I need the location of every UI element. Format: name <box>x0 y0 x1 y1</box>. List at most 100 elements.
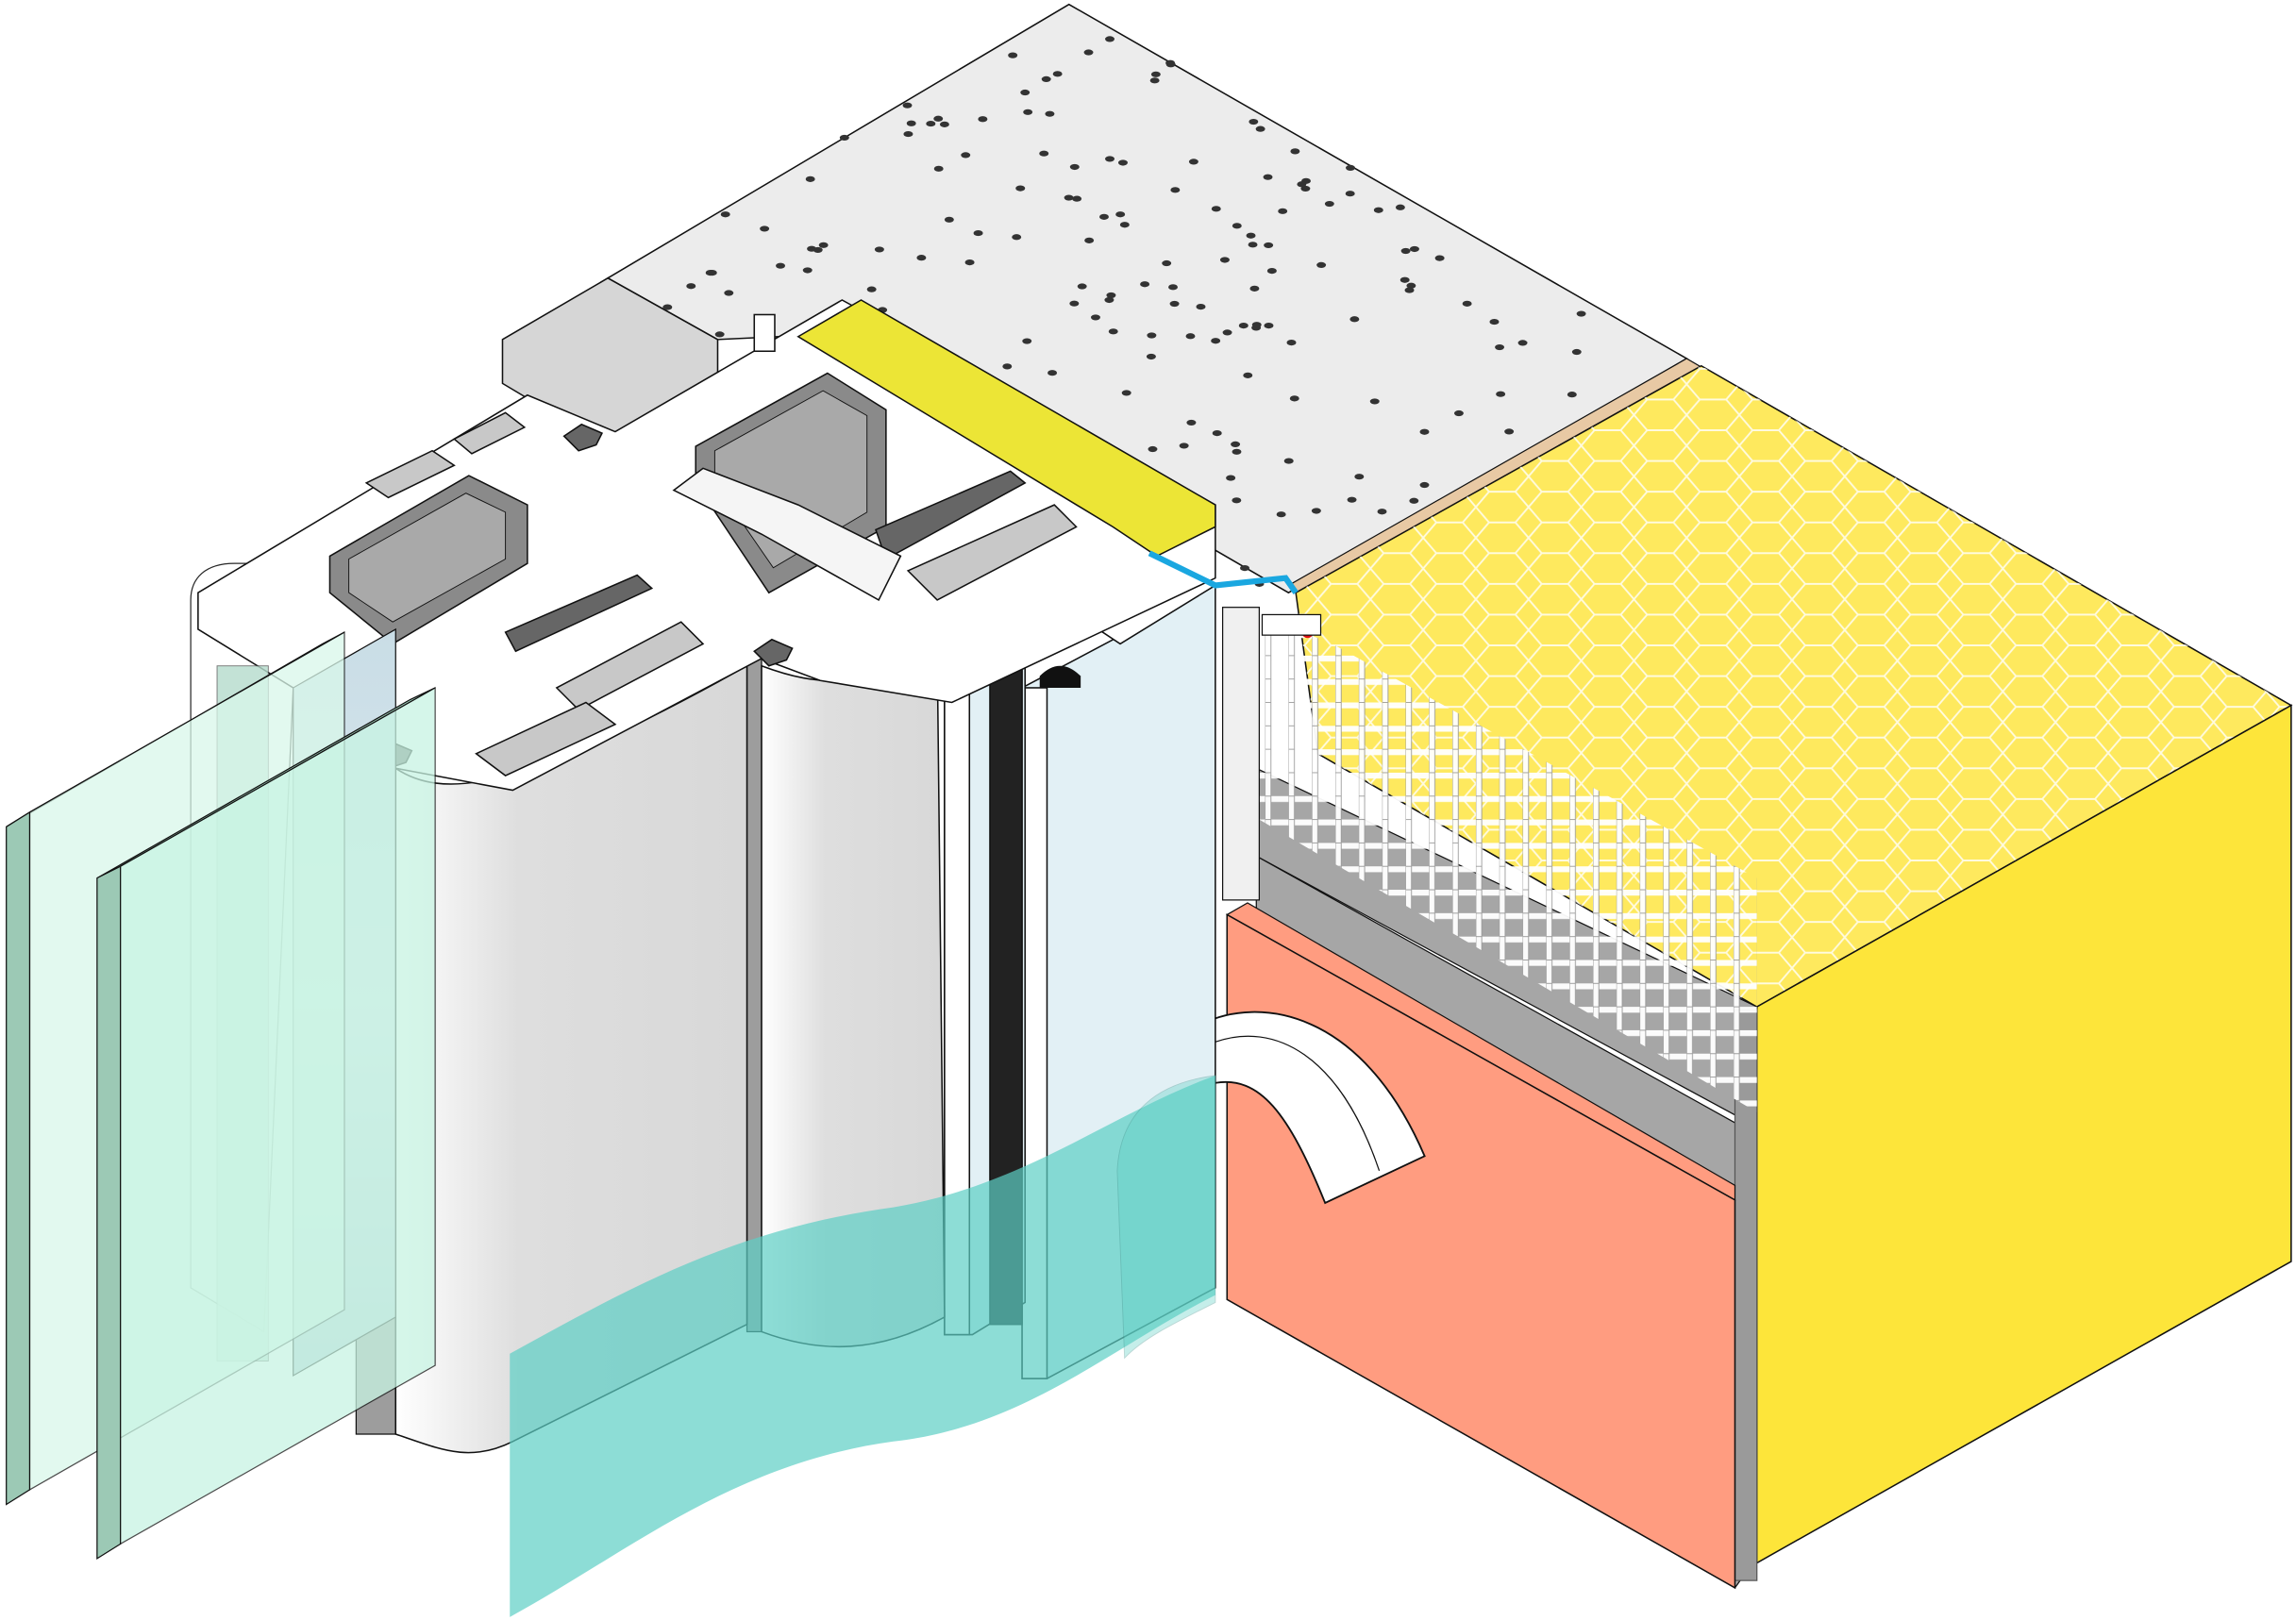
plaster-dot <box>1354 474 1365 480</box>
plaster-dot <box>720 211 730 218</box>
plaster-dot <box>1231 441 1241 447</box>
plaster-dot <box>1105 156 1114 162</box>
chamber <box>475 701 617 777</box>
plaster-dot <box>1283 458 1294 464</box>
plaster-dot <box>933 165 944 172</box>
plaster-dot <box>1108 328 1118 335</box>
plaster-dot <box>939 121 949 127</box>
plaster-dot <box>805 175 815 182</box>
chamber <box>452 411 527 455</box>
plaster-dot <box>1099 213 1109 220</box>
plaster-dot <box>906 120 916 126</box>
plaster-dot <box>1399 276 1410 283</box>
gasket-black <box>1039 665 1081 688</box>
plaster-dot <box>1149 77 1160 84</box>
plaster-dot <box>964 259 975 266</box>
chamber <box>906 504 1078 601</box>
plaster-dot <box>1169 300 1180 308</box>
plaster-dot <box>1276 511 1286 518</box>
plaster-dot <box>839 134 849 142</box>
plaster-dot <box>1264 242 1274 249</box>
plaster-dot <box>1041 75 1051 83</box>
plaster-dot <box>1249 118 1259 125</box>
plaster-dot <box>1243 372 1253 378</box>
sill-profile-yellow <box>796 299 1216 558</box>
plaster-dot <box>1453 409 1464 417</box>
plaster-dot <box>1083 49 1094 56</box>
plaster-dot <box>1212 430 1222 437</box>
plaster-dot <box>1185 333 1196 340</box>
membrane-inner-fold <box>1116 1075 1216 1360</box>
plaster-dot <box>1278 208 1288 214</box>
plaster-dot <box>1023 109 1033 115</box>
plaster-dot <box>1264 323 1274 329</box>
plaster-dot <box>1409 497 1419 504</box>
plaster-dot <box>961 152 971 159</box>
plaster-dot <box>1232 497 1242 504</box>
plaster-dot <box>1346 164 1355 172</box>
plaster-dot <box>1345 191 1355 197</box>
plaster-dot <box>776 262 785 269</box>
plaster-dot <box>1105 36 1114 42</box>
plaster-dot <box>662 304 673 310</box>
sealing-tape-flap <box>1199 1010 1426 1205</box>
plaster-dot <box>1286 339 1297 346</box>
glass-pane-inner <box>96 686 436 1560</box>
plaster-dot <box>1219 257 1230 263</box>
plaster-dot <box>1251 322 1262 328</box>
plaster-dot <box>1434 255 1445 261</box>
junction-seals <box>1148 550 1322 901</box>
plaster-dot <box>818 242 829 248</box>
chamber <box>672 467 902 602</box>
plaster-dot <box>1115 211 1126 218</box>
plaster-dot <box>813 246 823 254</box>
plaster-dot <box>1266 267 1277 275</box>
plaster-dot <box>1170 187 1181 193</box>
plaster-dot <box>933 115 944 122</box>
plaster-dot <box>1395 204 1405 210</box>
plaster-dot <box>1045 110 1055 117</box>
plaster-dot <box>1140 281 1150 288</box>
plaster-dot <box>1504 428 1515 435</box>
plaster-dot <box>1188 159 1198 165</box>
plaster-dot <box>1146 353 1156 360</box>
plaster-dot <box>1118 159 1128 166</box>
plaster-dot <box>1400 247 1411 255</box>
plaster-dot <box>1226 475 1236 481</box>
plaster-dot <box>1240 565 1249 572</box>
plaster-dot <box>1232 223 1242 229</box>
vapour-membrane <box>510 1076 1215 1617</box>
plaster-dot <box>1489 318 1500 326</box>
plaster-dot <box>1211 206 1221 212</box>
plaster-dot <box>1008 52 1018 58</box>
plaster-dot <box>1150 71 1161 77</box>
plaster-dot <box>1246 232 1256 239</box>
plaster-dot <box>1106 292 1116 299</box>
plaster-dot <box>686 283 696 290</box>
plaster-dot <box>1119 222 1130 228</box>
plaster-dot <box>1369 398 1380 405</box>
plaster-dot <box>1211 338 1221 344</box>
plaster-dot <box>802 267 813 274</box>
plaster-dot <box>1249 285 1260 292</box>
plaster-dot <box>1039 150 1049 157</box>
plaster-dot <box>1496 391 1506 397</box>
plaster-dot <box>1289 395 1299 402</box>
plaster-dot <box>1404 287 1415 293</box>
plaster-dot <box>1091 314 1100 321</box>
plaster-dot <box>1072 195 1082 202</box>
plaster-dot <box>1255 125 1265 132</box>
plaster-dot <box>705 270 715 276</box>
plaster-dot <box>1015 185 1026 192</box>
plaster-dot <box>760 225 770 232</box>
plaster-dot <box>1002 363 1013 370</box>
plaster-dot <box>1121 390 1131 396</box>
frame-cross-section <box>197 299 1216 792</box>
plaster-dot <box>1311 508 1321 514</box>
plaster-dot <box>1290 148 1300 155</box>
plaster-dot <box>1064 194 1074 201</box>
plaster-dot <box>1165 61 1176 68</box>
plaster-dot <box>944 216 954 223</box>
plaster-dot <box>1248 242 1258 248</box>
